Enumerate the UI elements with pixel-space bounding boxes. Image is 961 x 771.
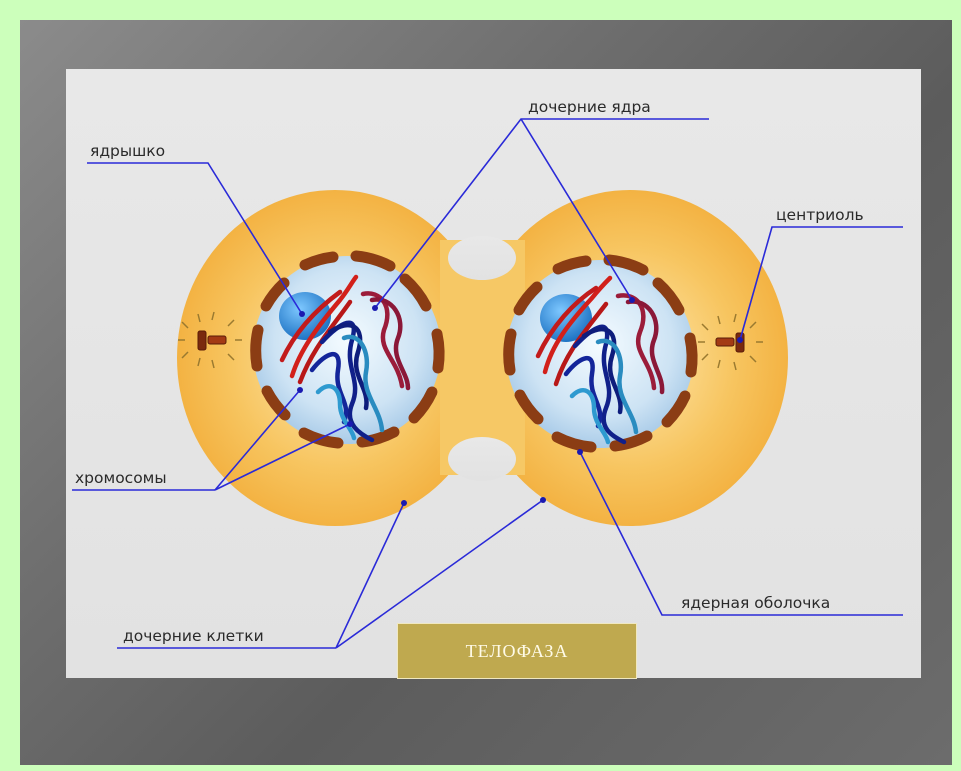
slide: ядрышко дочерние ядра центриоль хромосом… [20, 20, 952, 765]
label-chromosomes: хромосомы [75, 469, 167, 487]
left-nucleus [253, 256, 441, 444]
label-daughter-nuclei: дочерние ядра [528, 98, 651, 116]
label-centriole: центриоль [776, 206, 864, 224]
label-nuclear-envelope: ядерная оболочка [681, 594, 830, 612]
label-daughter-cells: дочерние клетки [123, 627, 264, 645]
right-nucleus [506, 260, 694, 448]
label-nucleolus: ядрышко [90, 142, 165, 160]
caption-telophase: ТЕЛОФАЗА [466, 641, 569, 662]
caption-box: ТЕЛОФАЗА [397, 623, 637, 679]
